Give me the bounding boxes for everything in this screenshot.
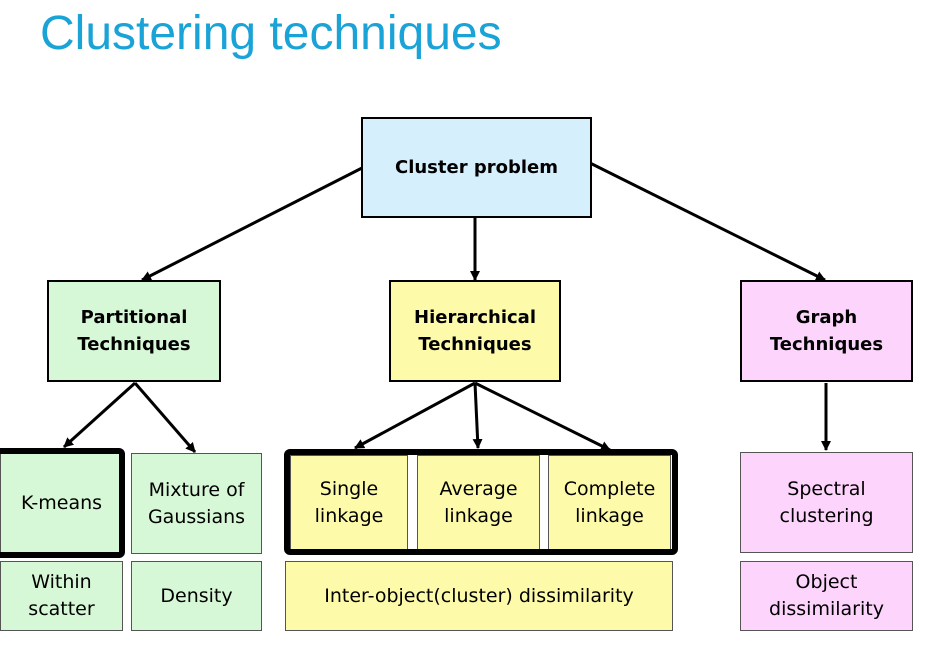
average-linkage-label: Average linkage <box>439 477 518 527</box>
mixture-of-gaussians-node: Mixture of Gaussians <box>131 453 262 554</box>
hierarchical-techniques-label: Hierarchical Techniques <box>414 307 536 355</box>
arrow-partitional-to-mixture <box>133 382 197 453</box>
kmeans-label: K-means <box>20 492 103 514</box>
arrow-root-to-partitional <box>141 166 363 282</box>
mixture-of-gaussians-label: Mixture of Gaussians <box>147 478 246 528</box>
graph-techniques-label: Graph Techniques <box>769 307 884 355</box>
page-title: Clustering techniques <box>40 7 502 60</box>
density-node: Density <box>131 561 262 631</box>
density-label: Density <box>160 584 233 607</box>
arrow-partitional-to-kmeans <box>62 381 137 449</box>
kmeans-node: K-means <box>0 453 123 554</box>
spectral-clustering-label: Spectral clustering <box>779 477 874 527</box>
object-dissimilarity-node: Object dissimilarity <box>740 561 913 631</box>
arrow-hierarchical-to-complete <box>474 381 611 452</box>
within-scatter-label: Within scatter <box>28 571 95 620</box>
graph-techniques-node: Graph Techniques <box>740 280 913 382</box>
cluster-problem-label: Cluster problem <box>394 157 558 178</box>
arrow-root-to-graph <box>589 161 826 282</box>
within-scatter-node: Within scatter <box>0 561 123 631</box>
complete-linkage-label: Complete linkage <box>563 477 656 527</box>
spectral-clustering-node: Spectral clustering <box>740 452 913 553</box>
single-linkage-label: Single linkage <box>314 477 384 527</box>
partitional-techniques-node: Partitional Techniques <box>47 280 221 382</box>
cluster-problem-node: Cluster problem <box>361 117 592 218</box>
object-dissimilarity-label: Object dissimilarity <box>769 571 884 620</box>
complete-linkage-node: Complete linkage <box>548 455 671 550</box>
hierarchical-techniques-node: Hierarchical Techniques <box>389 280 561 382</box>
partitional-techniques-label: Partitional Techniques <box>77 307 191 355</box>
inter-object-dissimilarity-node: Inter-object(cluster) dissimilarity <box>285 561 673 631</box>
inter-object-dissimilarity-label: Inter-object(cluster) dissimilarity <box>324 584 634 607</box>
average-linkage-node: Average linkage <box>417 455 540 550</box>
arrow-hierarchical-to-single <box>354 381 476 450</box>
arrow-hierarchical-to-average <box>472 382 483 449</box>
single-linkage-node: Single linkage <box>290 455 408 550</box>
